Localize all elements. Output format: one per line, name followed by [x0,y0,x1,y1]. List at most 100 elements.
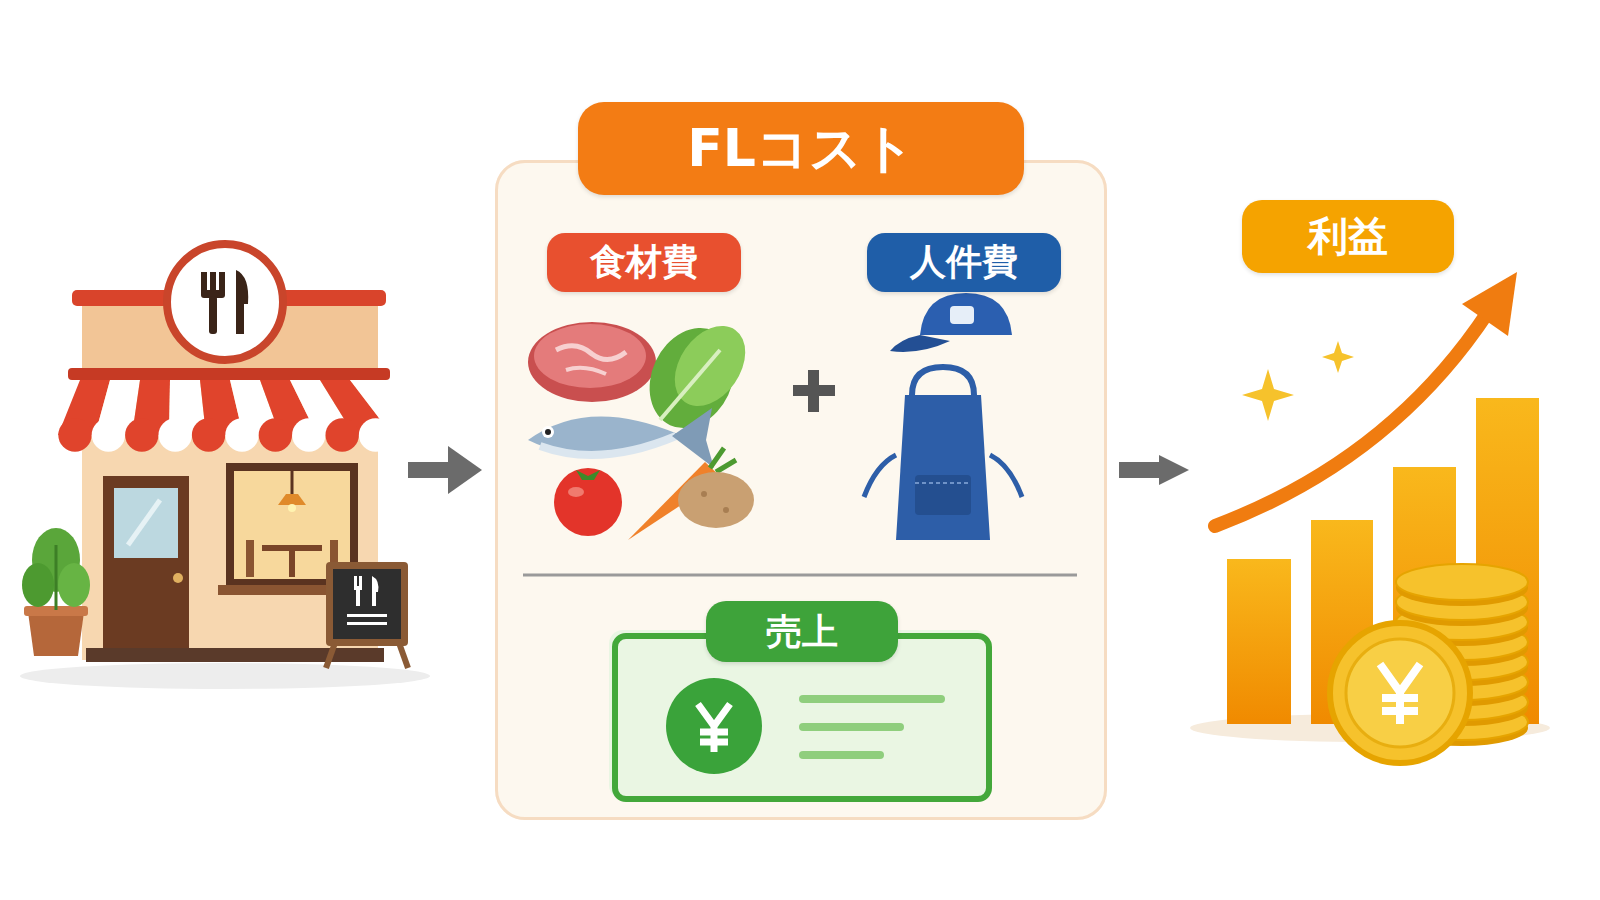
profit-chart [1242,369,1294,421]
flow-arrow [448,446,482,494]
food-illustration [710,448,736,472]
restaurant-illustration [114,488,178,558]
restaurant-illustration [20,244,430,689]
food-illustration [556,346,626,360]
food-illustration [723,507,729,513]
food-illustration [660,313,760,419]
restaurant-illustration [86,648,384,662]
profit-chart [1396,564,1528,600]
heading-label: FLコスト [578,102,1024,195]
restaurant-illustration [246,540,254,577]
food-illustration [568,487,584,497]
food-illustration [678,472,754,528]
restaurant-illustration [167,244,283,360]
restaurant-illustration [288,504,296,512]
restaurant-illustration [58,418,392,451]
food-illustration [534,324,646,388]
restaurant-illustration [125,418,158,451]
yen-icon [803,695,941,703]
restaurant-illustration [103,476,189,650]
yen-icon [666,678,762,774]
restaurant-illustration [347,622,387,625]
profit-chart [1190,272,1550,763]
restaurant-illustration [20,663,430,689]
restaurant-illustration [259,418,292,451]
restaurant-illustration [58,563,90,607]
pill-label: 食材費 [590,238,698,287]
restaurant-illustration [92,418,125,451]
profit-chart [1380,664,1420,724]
yen-icon [666,678,941,774]
food-illustration [540,436,676,455]
food-illustration [528,313,760,540]
restaurant-illustration [173,573,183,583]
food-illustration [576,470,600,480]
restaurant-illustration [289,551,295,577]
restaurant-illustration [22,563,54,607]
restaurant-illustration [225,418,258,451]
restaurant-illustration [356,588,360,606]
divider-line [523,574,1077,577]
staff-illustration [915,475,971,515]
food-illustration [528,322,656,402]
restaurant-illustration [128,500,160,545]
restaurant-illustration [292,418,325,451]
restaurant-illustration [209,296,217,334]
restaurant-illustration [58,418,91,451]
restaurant-illustration [192,418,225,451]
flow-arrow [1119,462,1165,478]
restaurant-illustration [68,368,390,380]
yen-icon [698,704,730,752]
restaurant-illustration [278,494,306,505]
food-illustration [554,468,622,536]
restaurant-illustration [159,418,192,451]
restaurant-illustration [201,270,248,334]
restaurant-illustration [326,418,359,451]
restaurant-illustration [347,614,387,617]
profit-chart [1462,272,1517,336]
cost-panel: FLコスト食材費人件費売上 [495,160,1107,820]
plus-symbol [793,370,835,412]
profit-group: 利益 [1195,200,1545,760]
staff-illustration [890,335,950,352]
heading-label: 利益 [1242,200,1454,273]
staff-illustration [864,293,1022,540]
food-illustration [542,426,554,438]
profit-chart [1215,312,1488,526]
yen-icon [803,723,900,731]
restaurant-illustration [291,471,294,495]
plus-symbol [808,370,819,412]
staff-illustration [896,395,990,540]
heading-label: 売上 [706,601,898,662]
pill-label: 人件費 [910,238,1018,287]
flow-arrow [408,462,452,478]
yen-icon [803,751,880,759]
cost-pill: 人件費 [867,233,1061,292]
staff-illustration [915,482,971,484]
profit-chart [1227,559,1291,724]
restaurant-illustration [347,576,387,625]
restaurant-illustration [58,380,392,452]
staff-illustration [950,306,974,324]
staff-illustration [912,367,974,395]
food-illustration [672,408,714,468]
profit-chart [1346,639,1454,747]
restaurant-illustration [359,418,392,451]
restaurant-illustration [326,562,408,646]
panel-ground [495,160,1107,820]
staff-illustration [920,293,1012,335]
cost-pill: 食材費 [547,233,741,292]
food-illustration [545,429,551,435]
restaurant-illustration [262,545,322,551]
flow-arrow [408,446,482,494]
profit-chart [1330,623,1470,763]
profit-chart [1322,341,1354,373]
restaurant-illustration [333,569,401,639]
food-illustration [528,416,678,455]
restaurant-illustration [28,612,84,656]
food-illustration [566,368,606,374]
restaurant-illustration [236,270,248,334]
restaurant-illustration [372,576,378,606]
food-illustration [701,491,707,497]
